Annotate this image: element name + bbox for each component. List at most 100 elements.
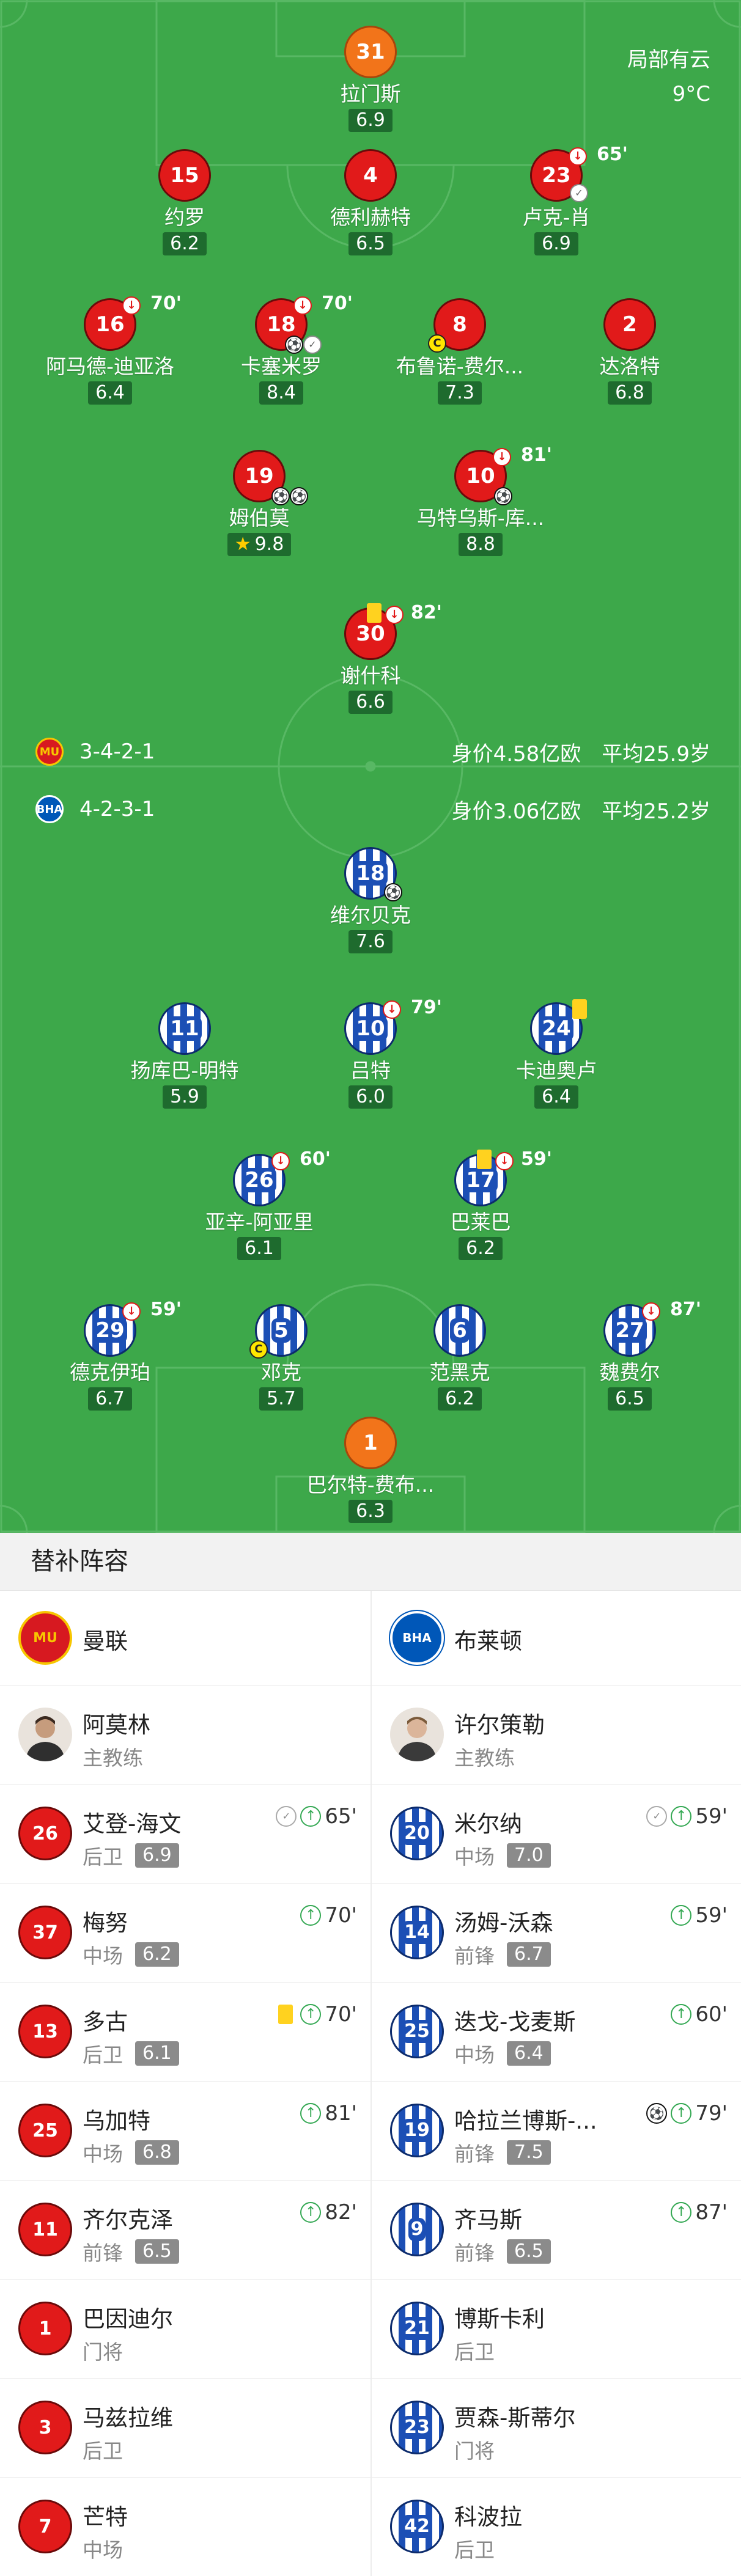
bench-player-position: 门将 <box>83 2340 123 2364</box>
player-away-am[interactable]: 10 ↓ 79' 吕特 6.0 <box>260 997 481 1109</box>
player-name: 德克伊珀 <box>70 1360 150 1384</box>
bench-player-row[interactable]: 21 博斯卡利 后卫 <box>372 2280 741 2379</box>
player-away-dm-left[interactable]: 26 ↓ 60' 亚辛-阿亚里 6.1 <box>149 1148 369 1260</box>
bench-player-position: 中场 <box>83 2538 123 2562</box>
player-rating: 6.0 <box>348 1085 393 1109</box>
player-rating: 5.9 <box>163 1085 207 1109</box>
player-rating: 6.4 <box>88 381 132 405</box>
bench-player-name: 梅努 <box>83 1910 128 1936</box>
player-rating: 8.8 <box>459 533 503 556</box>
player-home-cb-left[interactable]: 15 约罗 6.2 <box>75 149 295 255</box>
player-home-cm-left[interactable]: 18 ↓ ⚽ ✓ 70' 卡塞米罗 8.4 <box>171 293 391 405</box>
away-team-info: BHA 4-2-3-1 身价3.06亿欧 平均25.2岁 <box>35 792 710 826</box>
bench-player-position: 后卫 <box>454 2340 495 2364</box>
bench-player-position: 前锋 <box>454 2241 495 2265</box>
player-rating: 6.5 <box>348 232 393 255</box>
player-home-rm[interactable]: 2 达洛特 6.8 <box>520 298 740 405</box>
captain-icon: C <box>428 334 446 353</box>
home-bench-team[interactable]: MU 曼联 <box>0 1591 370 1686</box>
jersey-icon: 24 <box>530 999 587 1055</box>
bench-player-name: 齐尔克泽 <box>83 2207 173 2233</box>
player-name: 谢什科 <box>340 664 401 688</box>
player-home-st[interactable]: 30 ↓ 82' 谢什科 6.6 <box>260 602 481 714</box>
home-squad-value: 身价4.58亿欧 <box>451 741 581 766</box>
player-away-rb[interactable]: 27 ↓ 87' 魏费尔 6.5 <box>520 1299 740 1411</box>
event-icons: ↑59' <box>671 1903 728 1928</box>
home-average-age: 平均25.9岁 <box>602 741 710 766</box>
player-away-lw[interactable]: 11 扬库巴-明特 5.9 <box>75 1002 295 1109</box>
player-home-cm-right[interactable]: 8 C 布鲁诺-费尔... 7.3 <box>350 298 570 405</box>
player-away-rw[interactable]: 24 卡迪奥卢 6.4 <box>446 999 666 1109</box>
sub-minute: 79' <box>411 997 442 1018</box>
sub-minute: 59' <box>695 1804 728 1829</box>
coach-role: 主教练 <box>454 1742 515 1771</box>
jersey-number: 4 <box>363 163 378 188</box>
player-name: 约罗 <box>164 205 205 229</box>
player-home-lm[interactable]: 16 ↓ 70' 阿马德-迪亚洛 6.4 <box>0 293 220 405</box>
bench-player-name: 米尔纳 <box>454 1811 522 1837</box>
player-away-dm-right[interactable]: 17 ↓ 59' 巴莱巴 6.2 <box>370 1148 591 1260</box>
sub-out-icon: ↓ <box>293 296 312 315</box>
sub-in-icon: ↑ <box>671 2103 692 2124</box>
player-name: 维尔贝克 <box>330 903 411 927</box>
jersey-icon: 11 <box>158 1002 211 1055</box>
yellow-card-icon <box>278 2005 293 2024</box>
player-away-gk[interactable]: 1 巴尔特-费布... 6.3 <box>260 1417 481 1523</box>
bench-player-name: 博斯卡利 <box>454 2306 545 2332</box>
player-rating: 6.4 <box>534 1085 578 1109</box>
sub-minute: 70' <box>325 1903 357 1928</box>
player-away-cb-left[interactable]: 5 C 邓克 5.7 <box>171 1304 391 1411</box>
player-name: 亚辛-阿亚里 <box>205 1210 314 1234</box>
bench-player-name: 巴因迪尔 <box>83 2306 173 2332</box>
player-away-cb-right[interactable]: 6 范黑克 6.2 <box>350 1304 570 1411</box>
jersey-icon: 26 <box>18 1807 72 1860</box>
bench-player-row[interactable]: 7 芒特 中场 <box>0 2478 370 2576</box>
jersey-icon: 31 <box>344 26 397 78</box>
player-away-st[interactable]: 18 ⚽ 维尔贝克 7.6 <box>260 847 481 953</box>
player-home-am-left[interactable]: 19 ⚽ ⚽ 姆伯莫 ★9.8 <box>149 450 369 556</box>
sub-minute: 70' <box>325 2002 357 2027</box>
sub-out-icon: ↓ <box>642 1302 660 1321</box>
jersey-icon: 16 ↓ 70' <box>84 293 182 351</box>
player-home-gk[interactable]: 31 拉门斯 6.9 <box>260 26 481 132</box>
sub-minute: 59' <box>521 1148 552 1170</box>
jersey-icon: 19 ⚽ ⚽ <box>233 450 308 505</box>
jersey-number: 23 <box>542 163 571 188</box>
player-name: 邓克 <box>261 1360 301 1384</box>
away-bench-team[interactable]: BHA 布莱顿 <box>372 1591 741 1686</box>
player-away-lb[interactable]: 29 ↓ 59' 德克伊珀 6.7 <box>0 1299 220 1411</box>
bench-player-meta: 中场 <box>83 2534 123 2563</box>
jersey-icon: 18 ↓ ⚽ ✓ 70' <box>255 293 353 354</box>
jersey-icon: 29 ↓ 59' <box>84 1299 182 1357</box>
bench-player-row[interactable]: 1 巴因迪尔 门将 <box>0 2280 370 2379</box>
coach-row[interactable]: 许尔策勒 主教练 <box>372 1686 741 1785</box>
player-rating: 8.4 <box>259 381 303 405</box>
coach-row[interactable]: 阿莫林 主教练 <box>0 1686 370 1785</box>
bench-player-row[interactable]: 23 贾森-斯蒂尔 门将 <box>372 2379 741 2478</box>
bench-player-row[interactable]: 42 科波拉 后卫 <box>372 2478 741 2576</box>
player-home-am-right[interactable]: 10 ↓ ⚽ 81' 马特乌斯-库... 8.8 <box>370 444 591 556</box>
event-icons: ✓↑65' <box>276 1804 357 1829</box>
player-home-cb-right[interactable]: 23 ↓ ✓ 65' 卢克-肖 6.9 <box>446 144 666 255</box>
player-name: 范黑克 <box>429 1360 490 1384</box>
player-home-cb-center[interactable]: 4 德利赫特 6.5 <box>260 149 481 255</box>
player-rating: 5.7 <box>259 1387 303 1411</box>
jersey-icon: 26 ↓ 60' <box>233 1148 331 1206</box>
player-name: 巴尔特-费布... <box>306 1473 435 1497</box>
sub-out-icon: ↓ <box>569 147 587 166</box>
bench-player-row[interactable]: 3 马兹拉维 后卫 <box>0 2379 370 2478</box>
